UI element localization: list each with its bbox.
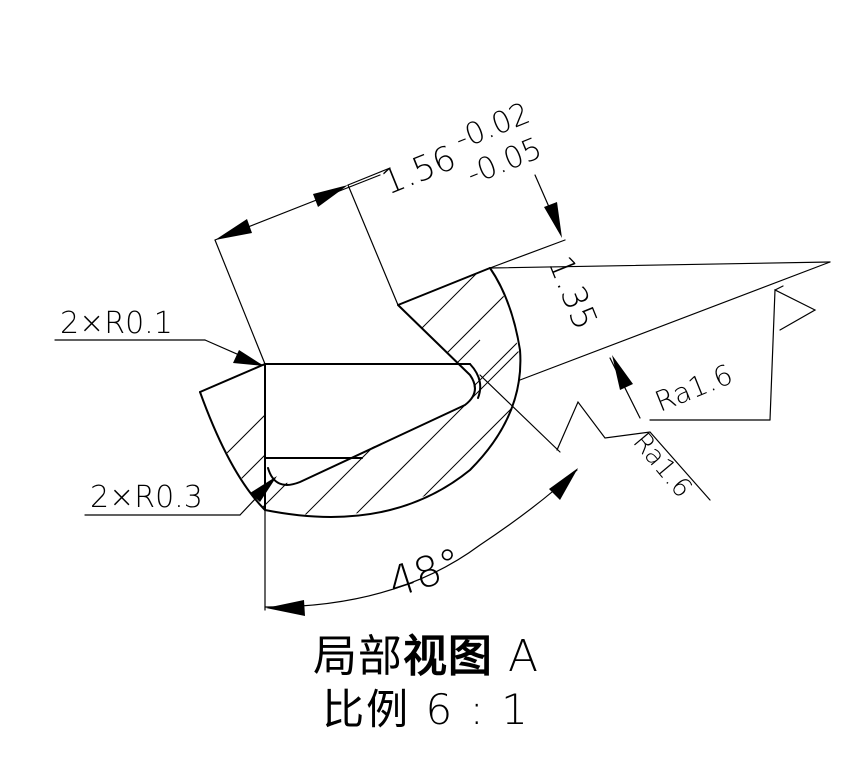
roughness-lower-label: Ra1.6 xyxy=(627,427,698,504)
radius-callout-upper xyxy=(54,339,264,366)
scale-label: 比例 6 : 1 xyxy=(322,685,530,734)
view-title-letter: A xyxy=(507,631,540,682)
angle-dimension xyxy=(264,468,578,616)
depth-dimension xyxy=(489,174,831,419)
roughness-symbol-lower xyxy=(479,374,711,501)
roughness-upper-label: Ra1.6 xyxy=(650,358,737,419)
section-hatching xyxy=(200,268,520,515)
width-dimension xyxy=(214,167,399,365)
view-title-bold: 视图 xyxy=(402,631,493,682)
roughness-symbol-upper xyxy=(649,285,817,421)
depth-label: 1.35 xyxy=(540,250,605,335)
width-nominal-label: 1.56 xyxy=(376,138,461,203)
radius-upper-label: 2×R0.1 xyxy=(60,306,173,341)
radius-lower-label: 2×R0.3 xyxy=(90,480,203,515)
view-title: 局部视图 A xyxy=(0,620,852,684)
view-title-prefix: 局部 xyxy=(312,631,403,682)
radius-callout-lower xyxy=(84,476,277,516)
angle-label: 48° xyxy=(382,538,468,608)
part-outline xyxy=(199,267,522,518)
